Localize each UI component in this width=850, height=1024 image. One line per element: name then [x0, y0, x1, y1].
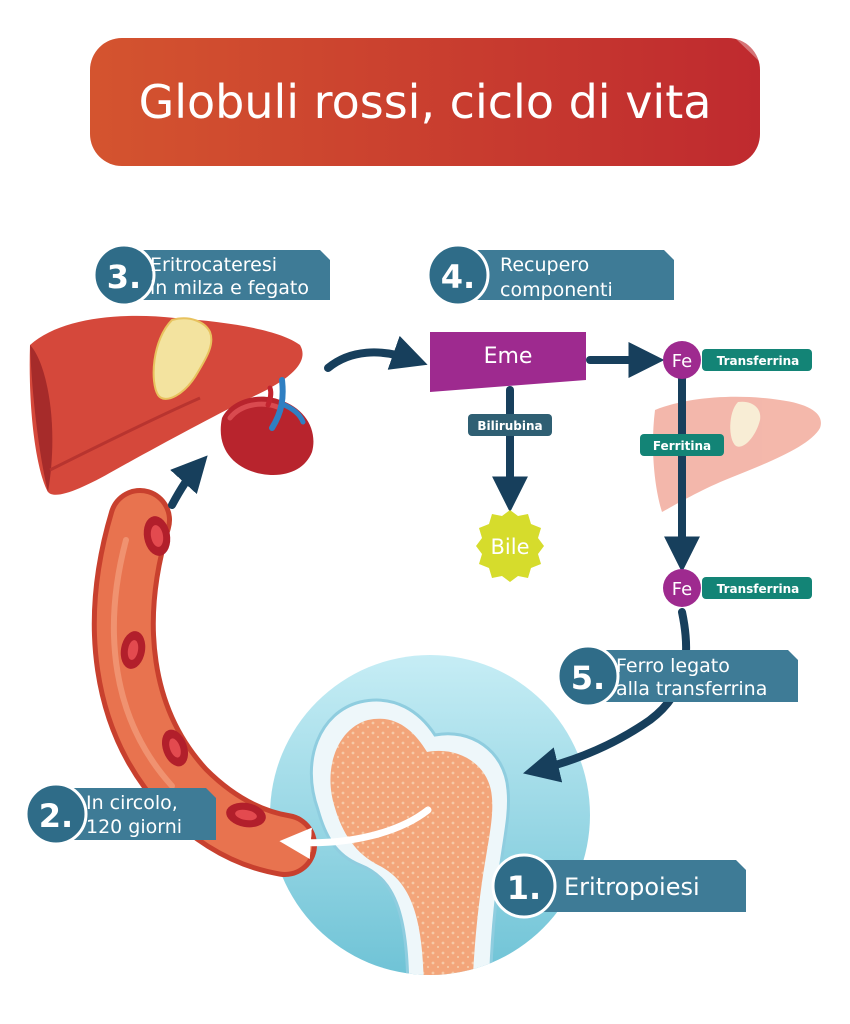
bile-badge: Bile — [476, 510, 544, 582]
ferritin-label: Ferritina — [653, 439, 711, 453]
step-2-line1: In circolo, — [86, 792, 178, 814]
step-4-line2: componenti — [500, 279, 613, 301]
step-4-line1: Recupero — [500, 254, 589, 276]
iron-top-group: Transferrina Fe — [663, 341, 812, 379]
step-1-label: 1. Eritropoiesi — [491, 853, 746, 919]
heme-box: Eme — [430, 332, 586, 392]
spleen-icon — [220, 377, 314, 476]
transferrin-top-label: Transferrina — [717, 354, 800, 368]
step-1-label-text: Eritropoiesi — [564, 873, 700, 901]
transferrin-bottom-label: Transferrina — [717, 582, 800, 596]
bone-marrow-icon — [270, 655, 590, 975]
bilirubin-label: Bilirubina — [477, 419, 542, 433]
iron-bottom-group: Transferrina Fe — [663, 569, 812, 607]
page-title: Globuli rossi, ciclo di vita — [139, 75, 712, 129]
step-3-line2: in milza e fegato — [150, 277, 309, 299]
step-3-number: 3. — [107, 258, 141, 296]
arrow-bone-to-vessel — [279, 806, 432, 860]
step-5-line1: Ferro legato — [616, 655, 730, 677]
flow-arrows — [168, 335, 700, 783]
ferritin-tag: Ferritina — [640, 434, 724, 456]
step-2-line2: 120 giorni — [86, 816, 182, 838]
iron-molecule-icon — [663, 341, 701, 379]
liver-icon — [29, 315, 303, 495]
heme-label: Eme — [484, 344, 533, 369]
step-5-label: 5. Ferro legato alla transferrina — [556, 644, 798, 708]
step-5-line2: alla transferrina — [616, 678, 767, 700]
red-blood-cell-icon — [161, 729, 189, 767]
blood-vessel-icon — [91, 488, 317, 877]
step-4-number: 4. — [441, 258, 475, 296]
step-3-line1: Eritrocateresi — [150, 254, 277, 276]
step-1-number: 1. — [507, 869, 541, 907]
step-5-number: 5. — [571, 659, 605, 697]
step-3-label: 3. Eritrocateresi in milza e fegato — [92, 243, 330, 307]
arrow-to-spleen — [168, 455, 208, 509]
arrow-to-bone — [523, 608, 691, 783]
red-blood-cell-icon — [226, 802, 266, 828]
step-2-label: 2. In circolo, 120 giorni — [24, 782, 216, 846]
liver-icon — [652, 396, 821, 512]
arrow-to-recovery — [324, 335, 428, 372]
bilirubin-tag: Bilirubina — [468, 414, 552, 436]
red-blood-cell-icon — [143, 516, 171, 556]
fe-top-label: Fe — [672, 351, 692, 372]
red-blood-cell-icon — [120, 631, 146, 669]
step-4-label: 4. Recupero componenti — [426, 243, 674, 307]
step-2-number: 2. — [39, 797, 73, 835]
iron-molecule-icon — [663, 569, 701, 607]
fe-bottom-label: Fe — [672, 579, 692, 600]
bile-label: Bile — [491, 535, 530, 559]
title-banner: Globuli rossi, ciclo di vita — [90, 38, 760, 166]
